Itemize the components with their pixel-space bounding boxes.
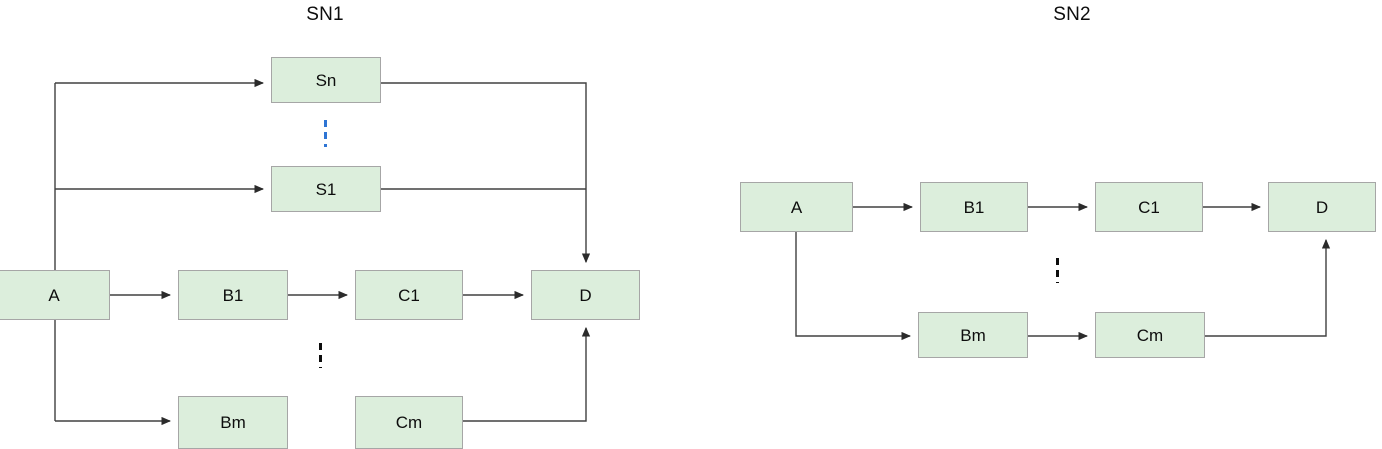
node-label: C1	[1138, 197, 1160, 217]
node-label: S1	[315, 179, 337, 199]
panel-title-sn2: SN2	[1053, 4, 1091, 25]
node-sn2-b1[interactable]: B1	[920, 182, 1028, 232]
vertical-ellipsis-icon	[1055, 258, 1059, 283]
vertical-ellipsis-icon	[323, 120, 327, 147]
node-sn1-d[interactable]: D	[531, 270, 640, 320]
node-sn2-a[interactable]: A	[740, 182, 853, 232]
panel-title-sn1: SN1	[306, 4, 344, 25]
node-sn1-b1[interactable]: B1	[178, 270, 288, 320]
node-sn2-cm[interactable]: Cm	[1095, 312, 1205, 358]
node-label: B1	[963, 197, 985, 217]
node-sn1-cm[interactable]: Cm	[355, 396, 463, 449]
node-label: Bm	[960, 325, 986, 345]
edge-sn2-a-to-bm	[795, 232, 912, 341]
node-sn2-bm[interactable]: Bm	[918, 312, 1028, 358]
node-sn2-c1[interactable]: C1	[1095, 182, 1203, 232]
node-label: C1	[398, 285, 420, 305]
node-label: Cm	[395, 413, 423, 432]
node-sn2-d[interactable]: D	[1268, 182, 1376, 232]
node-label: A	[48, 285, 60, 305]
node-sn1-c1[interactable]: C1	[355, 270, 463, 320]
node-label: B1	[222, 285, 244, 305]
node-label: D	[579, 285, 592, 305]
node-label: Sn	[315, 70, 337, 90]
node-sn1-sn[interactable]: Sn	[271, 57, 381, 103]
edge-sn1-sn-to-d	[381, 82, 591, 264]
node-sn1-bm[interactable]: Bm	[178, 396, 288, 449]
node-label: D	[1315, 197, 1329, 217]
edge-sn1-cm-to-d	[463, 326, 591, 422]
node-label: Bm	[220, 413, 246, 432]
node-label: Cm	[1136, 325, 1164, 345]
node-sn1-a[interactable]: A	[0, 270, 110, 320]
vertical-ellipsis-icon	[318, 343, 322, 368]
node-sn1-s1[interactable]: S1	[271, 166, 381, 212]
node-label: A	[790, 197, 803, 217]
edge-sn2-cm-to-d	[1205, 238, 1331, 337]
